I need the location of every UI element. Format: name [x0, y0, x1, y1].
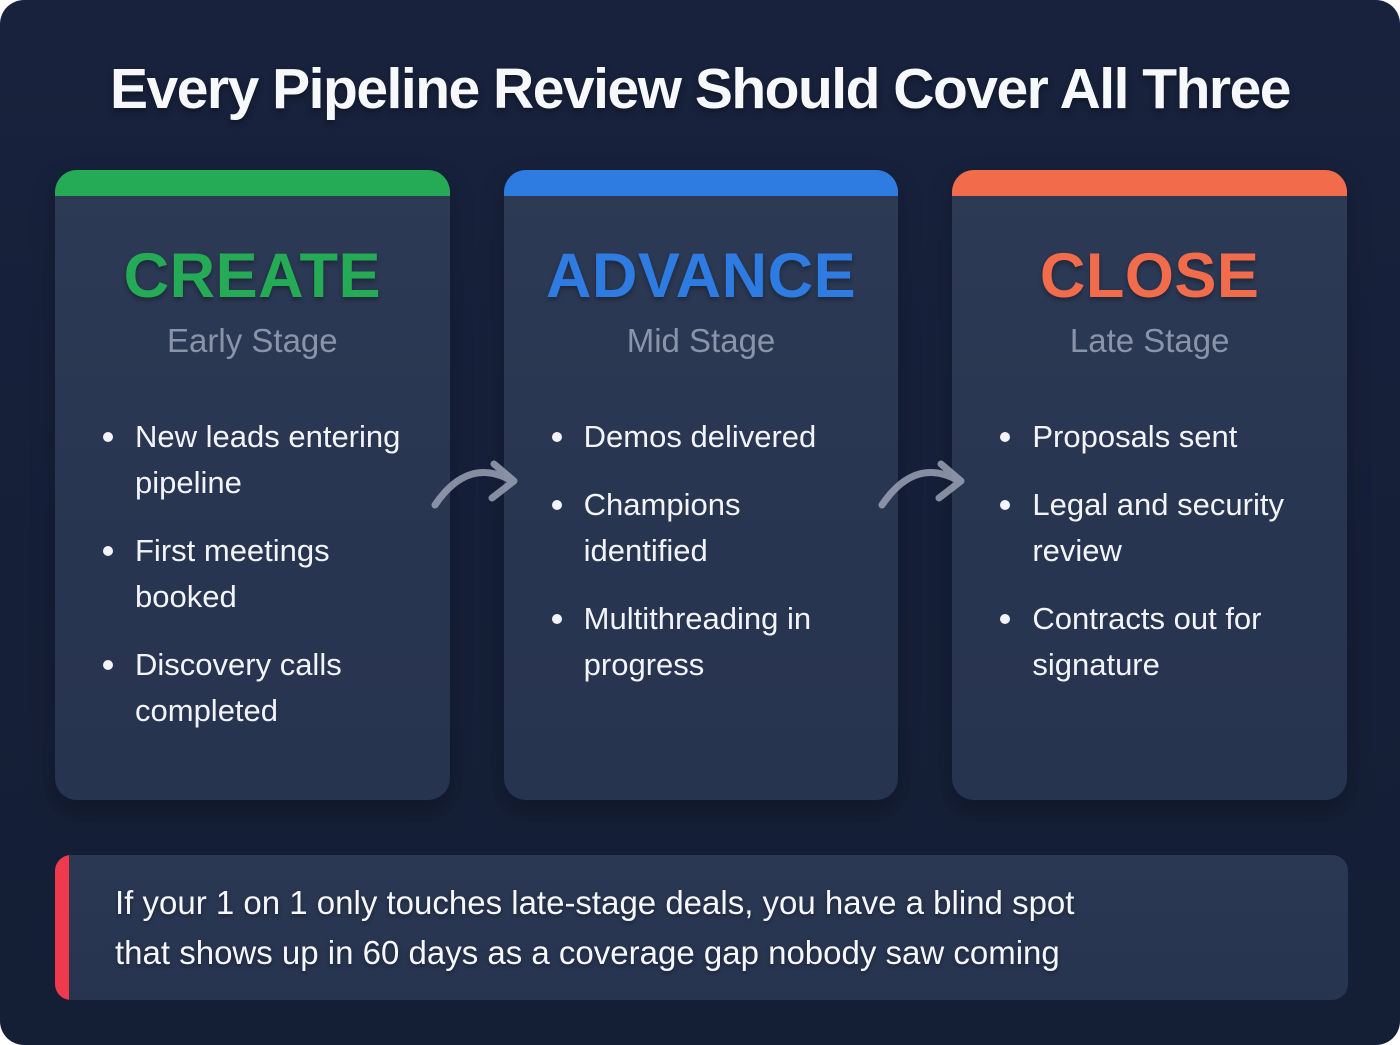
stage-cards-row: CREATE Early Stage New leads entering pi… [55, 170, 1348, 800]
stage-card-close: CLOSE Late Stage Proposals sent Legal an… [952, 170, 1348, 800]
card-accent-bar-create [55, 170, 450, 196]
stage-card-create: CREATE Early Stage New leads entering pi… [55, 170, 450, 800]
card-accent-bar-close [952, 170, 1348, 196]
callout-banner: If your 1 on 1 only touches late-stage d… [55, 855, 1348, 1000]
card-list-advance: Demos delivered Champions identified Mul… [504, 414, 899, 710]
callout-text: If your 1 on 1 only touches late-stage d… [69, 878, 1074, 978]
card-list-close: Proposals sent Legal and security review… [952, 414, 1347, 710]
page-title: Every Pipeline Review Should Cover All T… [110, 57, 1291, 121]
list-item: Demos delivered [551, 414, 869, 460]
list-item: Champions identified [551, 482, 869, 574]
list-item: Multithreading in progress [551, 596, 869, 688]
curved-arrow-right-icon [430, 457, 526, 515]
curved-arrow-right-icon [877, 457, 973, 515]
callout-text-line2: that shows up in 60 days as a coverage g… [115, 933, 1060, 971]
stage-card-advance: ADVANCE Mid Stage Demos delivered Champi… [503, 170, 899, 800]
card-heading-advance: ADVANCE [545, 241, 857, 311]
card-subtitle-close: Late Stage [1069, 322, 1230, 359]
list-item: Legal and security review [1000, 482, 1317, 574]
callout-text-line1: If your 1 on 1 only touches late-stage d… [115, 883, 1075, 921]
list-item: New leads entering pipeline [103, 414, 420, 506]
card-accent-bar-advance [503, 170, 899, 196]
card-list-create: New leads entering pipeline First meetin… [55, 414, 450, 756]
callout-accent-bar [55, 855, 69, 1000]
list-item: First meetings booked [103, 528, 420, 620]
list-item: Discovery calls completed [103, 642, 420, 734]
card-heading-create: CREATE [123, 241, 381, 311]
list-item: Contracts out for signature [1000, 596, 1317, 688]
card-subtitle-create: Early Stage [167, 322, 338, 359]
card-subtitle-advance: Mid Stage [626, 322, 776, 359]
list-item: Proposals sent [1000, 414, 1317, 460]
card-heading-close: CLOSE [1039, 241, 1260, 311]
